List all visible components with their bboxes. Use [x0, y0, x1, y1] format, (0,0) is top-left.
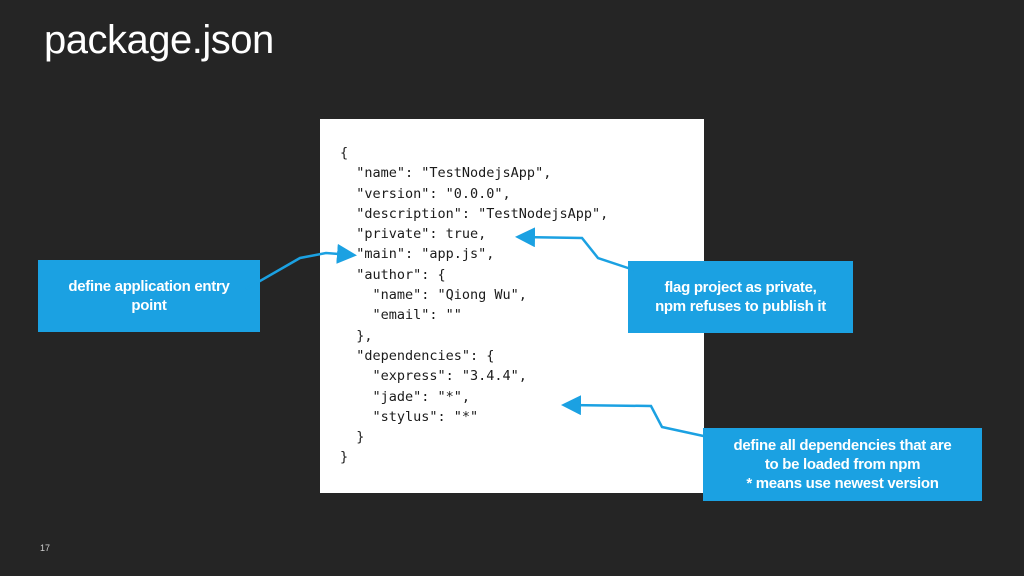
- callout-text: * means use newest version: [746, 475, 939, 492]
- callout-text: flag project as private,: [664, 279, 817, 296]
- code-line: "version": "0.0.0",: [340, 185, 511, 202]
- code-line: }: [340, 429, 365, 446]
- code-line: "email": "": [340, 307, 462, 324]
- code-line: "name": "TestNodejsApp",: [340, 165, 552, 182]
- code-line: "author": {: [340, 266, 446, 283]
- callout-text: define all dependencies that are: [733, 437, 952, 454]
- arrow-dependencies: [561, 395, 709, 439]
- code-line: "jade": "*",: [340, 388, 471, 405]
- callout-private-flag: flag project as private, npm refuses to …: [628, 261, 853, 333]
- callout-text: point: [131, 297, 167, 314]
- code-line: },: [340, 327, 373, 344]
- code-block: { "name": "TestNodejsApp", "version": "0…: [340, 143, 608, 468]
- callout-entry-point: define application entry point: [38, 260, 260, 332]
- code-line: "stylus": "*": [340, 408, 479, 425]
- code-line: "express": "3.4.4",: [340, 368, 527, 385]
- arrow-entry-point: [245, 243, 357, 291]
- arrow-private-flag: [515, 227, 635, 272]
- page-number: 17: [40, 543, 51, 553]
- code-line: "main": "app.js",: [340, 246, 495, 263]
- code-line: "dependencies": {: [340, 347, 495, 364]
- code-line: "private": true,: [340, 226, 487, 243]
- code-line: {: [340, 145, 349, 161]
- code-line: "description": "TestNodejsApp",: [340, 205, 609, 222]
- callout-text: npm refuses to publish it: [655, 298, 826, 315]
- callout-dependencies: define all dependencies that are to be l…: [703, 428, 982, 501]
- code-line: }: [340, 449, 349, 466]
- callout-text: define application entry: [68, 278, 230, 295]
- slide-title: package.json: [44, 18, 274, 62]
- callout-text: to be loaded from npm: [764, 456, 921, 473]
- code-line: "name": "Qiong Wu",: [340, 287, 527, 304]
